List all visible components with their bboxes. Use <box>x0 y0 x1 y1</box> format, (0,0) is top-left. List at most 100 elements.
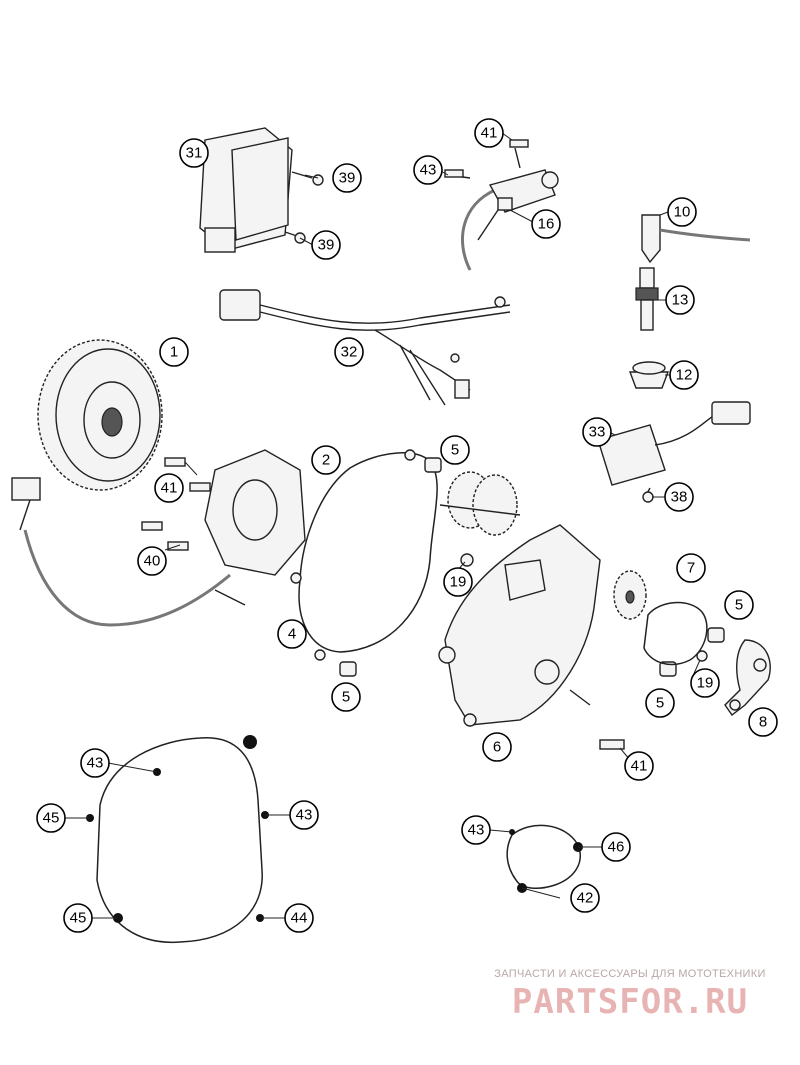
callout-43b: 43 <box>80 748 110 778</box>
callout-45a: 45 <box>36 803 66 833</box>
svg-text:5: 5 <box>451 442 459 459</box>
svg-text:12: 12 <box>676 367 693 384</box>
svg-text:42: 42 <box>577 890 594 907</box>
svg-text:45: 45 <box>70 910 87 927</box>
svg-text:4: 4 <box>288 626 296 643</box>
callout-12: 12 <box>669 360 699 390</box>
svg-text:7: 7 <box>687 560 695 577</box>
part-33-voltage-regulator <box>597 401 751 498</box>
svg-text:43: 43 <box>468 822 485 839</box>
callout-41b: 41 <box>154 473 184 503</box>
callout-31: 31 <box>179 138 209 168</box>
callout-38: 38 <box>664 482 694 512</box>
svg-text:41: 41 <box>631 758 648 775</box>
callout-43d: 43 <box>461 815 491 845</box>
svg-text:5: 5 <box>735 597 743 614</box>
svg-text:40: 40 <box>144 553 161 570</box>
svg-text:32: 32 <box>341 344 358 361</box>
svg-text:46: 46 <box>608 839 625 856</box>
svg-text:8: 8 <box>759 714 767 731</box>
callout-19b: 19 <box>690 668 720 698</box>
svg-text:16: 16 <box>538 216 555 233</box>
dowel-5-c <box>707 627 725 643</box>
dowel-5-d <box>659 661 677 677</box>
part-32-wiring-harness <box>219 289 511 406</box>
bolt-41-cover <box>599 739 625 750</box>
svg-text:43: 43 <box>87 755 104 772</box>
callout-19a: 19 <box>443 567 473 597</box>
callout-8: 8 <box>748 707 778 737</box>
outer-cover-gasket <box>86 735 269 944</box>
callout-6: 6 <box>482 732 512 762</box>
svg-text:31: 31 <box>186 145 203 162</box>
callout-44: 44 <box>284 903 314 933</box>
callout-13: 13 <box>665 285 695 315</box>
svg-text:13: 13 <box>672 292 689 309</box>
svg-text:43: 43 <box>420 162 437 179</box>
bolt-43-coil <box>444 169 464 178</box>
callout-42: 42 <box>570 883 600 913</box>
svg-text:45: 45 <box>43 810 60 827</box>
part-2-stator <box>11 449 306 627</box>
watermark-brand-logo: PARTSFOR.RU <box>511 982 749 1022</box>
svg-text:41: 41 <box>161 480 178 497</box>
callout-43c: 43 <box>289 800 319 830</box>
pump-impeller <box>613 570 647 620</box>
bolt-38 <box>642 491 654 503</box>
part-7-gasket <box>643 601 708 666</box>
part-16-ignition-coil <box>447 147 559 271</box>
svg-text:19: 19 <box>697 675 714 692</box>
nut-19-pump <box>696 650 708 662</box>
callout-2: 2 <box>311 445 341 475</box>
part-8-pump-cover <box>724 639 771 717</box>
svg-text:10: 10 <box>674 204 691 221</box>
dowel-5-b <box>339 661 357 677</box>
part-1-flywheel <box>37 339 163 491</box>
svg-text:39: 39 <box>318 237 335 254</box>
bolt-39-upper <box>312 174 324 186</box>
watermark: ЗАПЧАСТИ И АКСЕССУАРЫ ДЛЯ МОТОТЕХНИКИ PA… <box>470 968 790 1022</box>
callout-5c: 5 <box>724 590 754 620</box>
callout-43a: 43 <box>413 155 443 185</box>
svg-text:5: 5 <box>656 695 664 712</box>
callout-45b: 45 <box>63 903 93 933</box>
callout-7: 7 <box>676 553 706 583</box>
starter-intermediate-gear <box>439 471 521 536</box>
part-4-cover-gasket <box>290 449 438 661</box>
part-31-ecu-module <box>199 127 313 253</box>
callout-41c: 41 <box>624 751 654 781</box>
svg-text:19: 19 <box>450 574 467 591</box>
svg-text:44: 44 <box>291 910 308 927</box>
svg-text:41: 41 <box>481 125 498 142</box>
svg-text:5: 5 <box>342 689 350 706</box>
callout-39b: 39 <box>311 230 341 260</box>
callout-32: 32 <box>334 337 364 367</box>
callout-10: 10 <box>667 197 697 227</box>
svg-text:6: 6 <box>493 739 501 756</box>
callout-5b: 5 <box>331 682 361 712</box>
watermark-tagline: ЗАПЧАСТИ И АКСЕССУАРЫ ДЛЯ МОТОТЕХНИКИ <box>494 968 766 980</box>
callout-41a: 41 <box>474 118 504 148</box>
callout-33: 33 <box>582 417 612 447</box>
callout-1: 1 <box>159 337 189 367</box>
callout-4: 4 <box>277 619 307 649</box>
callout-16: 16 <box>531 209 561 239</box>
bolt-41-coil <box>509 139 529 148</box>
callout-40: 40 <box>137 546 167 576</box>
svg-text:43: 43 <box>296 807 313 824</box>
bolts-40-stator <box>141 521 189 551</box>
callout-46: 46 <box>601 832 631 862</box>
callout-5d: 5 <box>645 688 675 718</box>
callouts: 1 2 4 5 5 5 5 6 7 8 10 12 13 16 19 19 31… <box>36 118 778 933</box>
part-13-spark-plug <box>635 267 659 331</box>
svg-text:1: 1 <box>170 344 178 361</box>
small-pump-gasket <box>506 824 583 893</box>
svg-text:38: 38 <box>671 489 688 506</box>
svg-text:39: 39 <box>339 170 356 187</box>
svg-text:33: 33 <box>589 424 606 441</box>
part-6-ignition-cover <box>438 524 601 727</box>
callout-39a: 39 <box>332 163 362 193</box>
svg-text:2: 2 <box>322 452 330 469</box>
part-12-plug-seal <box>628 361 670 389</box>
